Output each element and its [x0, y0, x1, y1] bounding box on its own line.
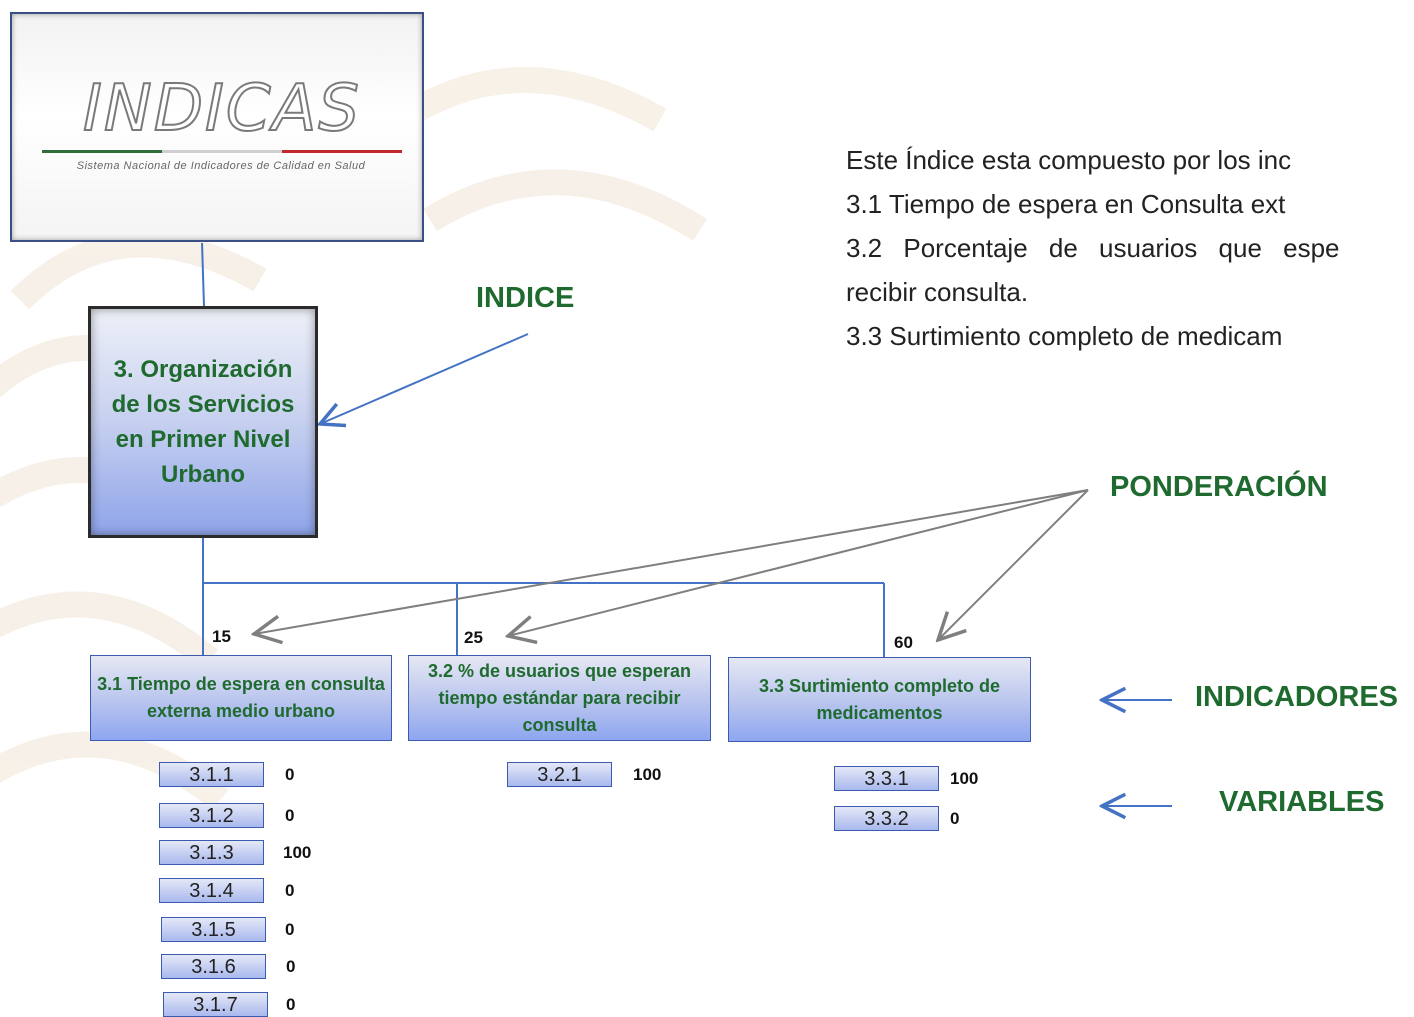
variable-3-1-3: 3.1.3	[159, 840, 264, 865]
indicadores-label: INDICADORES	[1195, 681, 1399, 713]
ponderacion-arrow-2	[508, 489, 1089, 636]
variable-3-3-2-value: 0	[950, 809, 960, 828]
indicator-3-2: 3.2 % de usuarios que esperan tiempo est…	[408, 655, 711, 741]
variable-3-2-1: 3.2.1	[507, 762, 612, 787]
variable-3-1-7: 3.1.7	[163, 992, 268, 1017]
indice-arrow	[320, 333, 529, 424]
variable-3-1-3-value: 100	[283, 843, 312, 862]
logo-stripe-white	[162, 150, 282, 153]
variable-3-1-6: 3.1.6	[161, 954, 266, 979]
variables-label: VARIABLES	[1219, 786, 1385, 818]
variable-3-1-2: 3.1.2	[159, 803, 264, 828]
description-line-5: 3.3 Surtimiento completo de medicam	[846, 321, 1283, 351]
indicator-3-3: 3.3 Surtimiento completo de medicamentos	[728, 657, 1031, 742]
description-line-2: 3.1 Tiempo de espera en Consulta ext	[846, 189, 1286, 219]
variable-3-1-7-value: 0	[286, 995, 296, 1014]
variable-3-3-1-value: 100	[950, 769, 979, 788]
variable-3-1-4-value: 0	[285, 881, 295, 900]
index-title: 3. Organización de los Servicios en Prim…	[111, 356, 295, 488]
logo-wordmark: INDICAS	[82, 72, 361, 146]
indice-label: INDICE	[476, 282, 575, 314]
variable-3-3-1: 3.3.1	[834, 766, 939, 791]
weight-3-1: 15	[212, 627, 231, 646]
variable-3-1-2-value: 0	[285, 806, 295, 825]
index-box: 3. Organización de los Servicios en Prim…	[88, 306, 318, 538]
logo-stripe-green	[42, 150, 162, 153]
ponderacion-arrow-1	[254, 489, 1089, 634]
description-line-4: recibir consulta.	[846, 277, 1029, 307]
variable-3-1-1-value: 0	[285, 765, 295, 784]
variable-3-1-6-value: 0	[286, 957, 296, 976]
logo-subtitle: Sistema Nacional de Indicadores de Calid…	[76, 160, 366, 172]
logo-stripe-red	[282, 150, 402, 153]
variable-3-2-1-value: 100	[633, 765, 662, 784]
weight-3-3: 60	[894, 633, 913, 652]
indicas-logo: INDICAS Sistema Nacional de Indicadores …	[10, 12, 424, 242]
indicator-3-1: 3.1 Tiempo de espera en consulta externa…	[90, 655, 392, 741]
variable-3-1-5-value: 0	[285, 920, 295, 939]
ponderacion-label: PONDERACIÓN	[1110, 471, 1328, 503]
logo-to-index-line	[201, 242, 205, 307]
description-line-3: 3.2 Porcentaje de usuarios que espe	[846, 233, 1340, 263]
variable-3-1-1: 3.1.1	[159, 762, 264, 787]
variable-3-1-4: 3.1.4	[159, 878, 264, 903]
index-description: Este Índice esta compuesto por los inc 3…	[846, 140, 1414, 360]
variable-3-3-2: 3.3.2	[834, 806, 939, 831]
weight-3-2: 25	[464, 628, 483, 647]
variable-3-1-5: 3.1.5	[161, 917, 266, 942]
ponderacion-arrow-3	[938, 489, 1089, 640]
description-line-1: Este Índice esta compuesto por los inc	[846, 145, 1292, 175]
